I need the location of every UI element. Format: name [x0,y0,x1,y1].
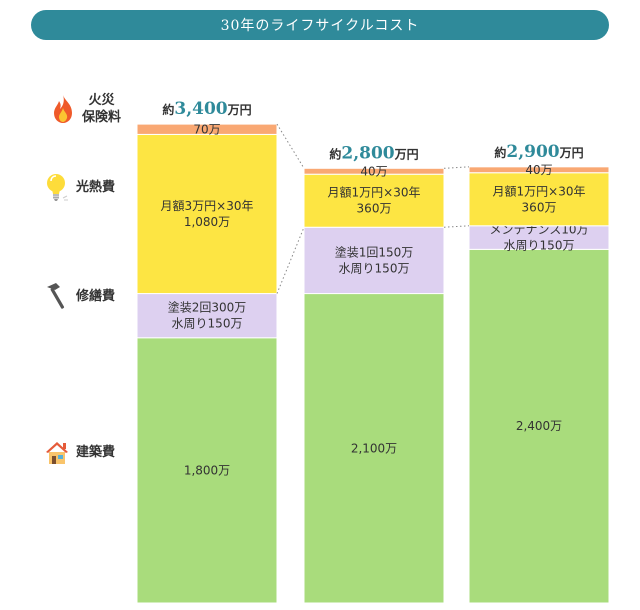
category-label-build: 建築費 [76,444,116,460]
bar-segment-insurance-1 [136,123,278,135]
category-repair: 修繕費 [44,281,115,311]
segment-label-utility-3-2: 360万 [522,200,557,214]
segment-label-insurance-3-1: 40万 [525,163,552,177]
bar-segment-build-1 [136,337,278,604]
segment-label-utility-1-1: 月額3万円×30年 [161,199,254,213]
segment-label-utility-1-2: 1,080万 [184,215,230,229]
segment-label-utility-2-1: 月額1万円×30年 [328,186,421,200]
category-utility: 光熱費 [44,172,115,202]
category-build: 建築費 [44,437,115,467]
connector-line-2-1 [443,166,470,169]
segment-label-repair-1-2: 水周り150万 [172,317,243,331]
bar-segment-insurance-2 [303,167,445,175]
segment-label-build-2-1: 2,100万 [351,441,397,455]
connector-line-1-1 [276,123,305,169]
segment-label-repair-1-1: 塗装2回300万 [168,300,247,315]
bar-segment-utility-2 [303,173,445,228]
bar-segment-insurance-3 [468,166,610,174]
segment-label-insurance-2-1: 40万 [360,164,387,178]
hammer-icon [47,283,65,309]
total-label-1: 約3,400万円 [162,99,251,119]
chart-title: 30年のライフサイクルコスト [220,18,420,34]
segment-label-insurance-1-1: 70万 [193,122,220,136]
connector-line-2-2 [443,225,470,228]
bar-segment-utility-3 [468,172,610,227]
chart-title-banner: 30年のライフサイクルコスト [31,10,609,40]
fire-icon [54,95,72,123]
segment-label-utility-3-1: 月額1万円×30年 [493,184,586,198]
segment-label-repair-2-1: 塗装1回150万 [335,244,414,259]
bar-segment-repair-1 [136,293,278,339]
segment-label-build-3-1: 2,400万 [516,419,562,433]
total-label-2: 約2,800万円 [329,143,418,163]
category-label-insurance: 火災 保険料 [82,93,122,125]
bar-segment-utility-1 [136,133,278,295]
total-label-3: 約2,900万円 [494,142,583,162]
category-label-repair: 修繕費 [76,288,116,304]
connector-line-1-2 [276,227,305,294]
category-label-utility: 光熱費 [76,179,116,195]
segment-label-repair-2-2: 水周り150万 [339,261,410,275]
lightbulb-icon [47,174,68,201]
bar-segment-build-2 [303,293,445,604]
bar-segment-repair-2 [303,226,445,295]
segment-label-repair-3-2: 水周り150万 [504,239,575,253]
segment-label-build-1-1: 1,800万 [184,463,230,477]
segment-label-utility-2-2: 360万 [357,202,392,216]
category-insurance: 火災 保険料 [50,92,121,126]
house-icon [46,442,68,464]
bar-segment-build-3 [468,248,610,604]
